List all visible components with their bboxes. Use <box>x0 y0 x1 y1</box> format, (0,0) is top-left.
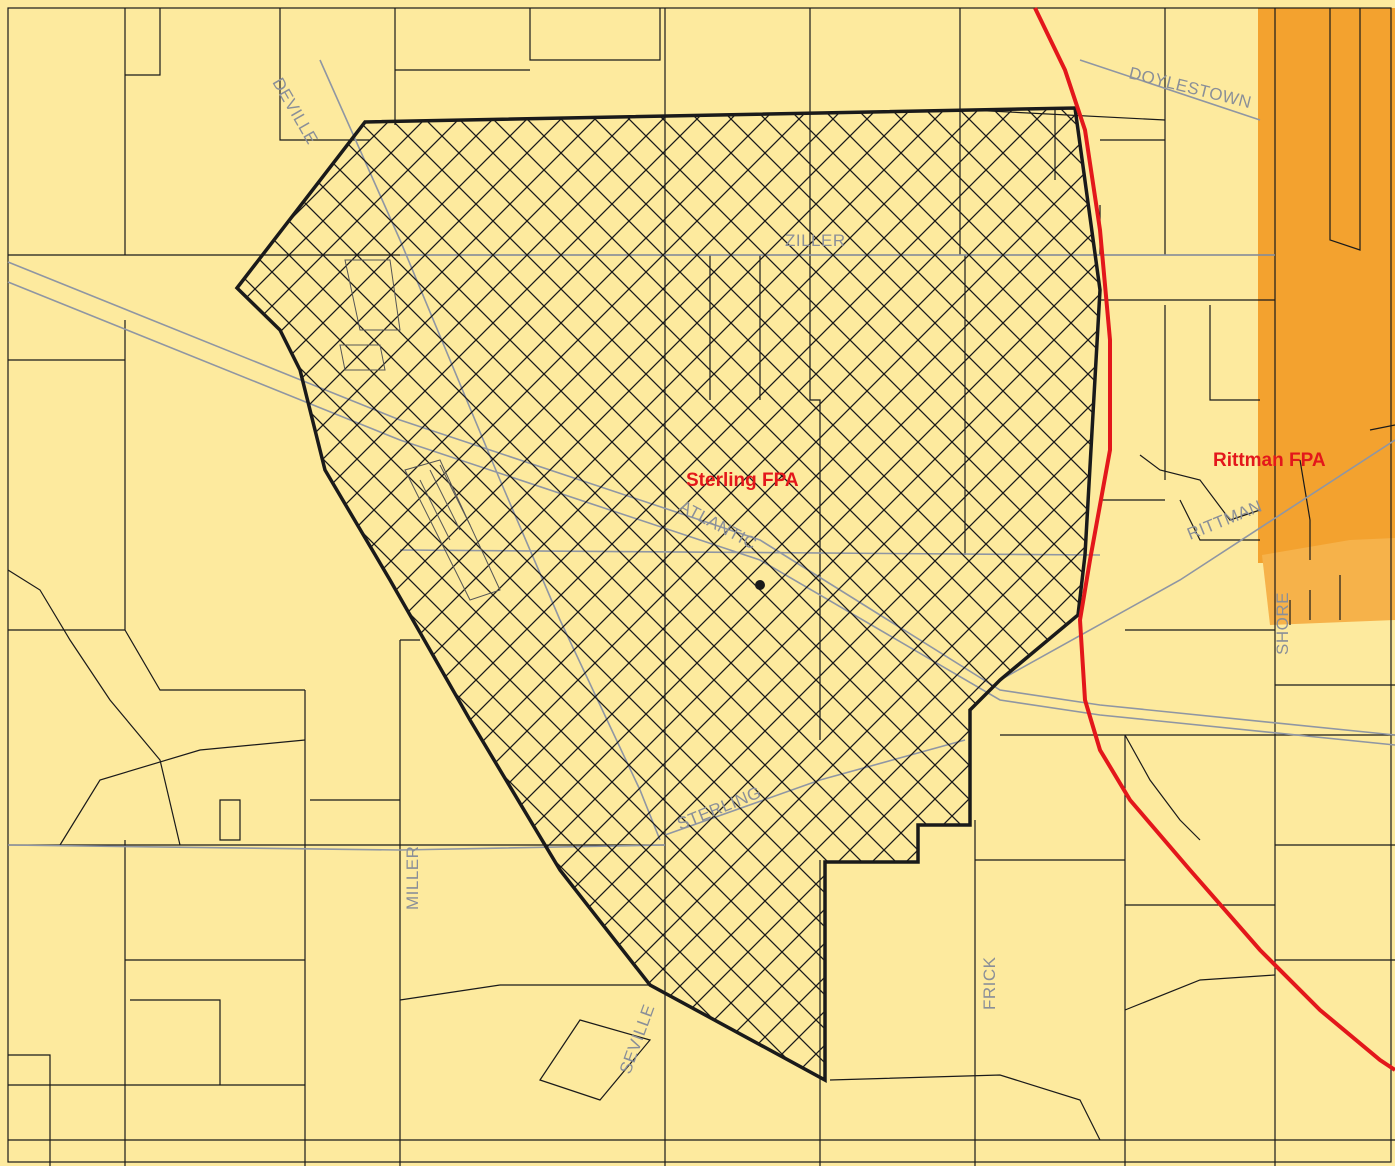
rittman-fpa-region <box>1258 8 1395 625</box>
road-label-shore: SHORE <box>1273 592 1292 655</box>
road-label-frick: FRICK <box>980 956 999 1010</box>
red-boundary-line <box>1033 7 1395 1072</box>
location-marker[interactable] <box>755 580 765 590</box>
sterling-fpa-label: Sterling FPA <box>686 470 799 491</box>
town-parcel-cluster <box>339 259 501 601</box>
road-label-ziller: ZILLER <box>785 231 846 250</box>
rittman-fpa-label: Rittman FPA <box>1213 450 1326 471</box>
sterling-fpa-region <box>234 106 1102 1083</box>
road-label-miller: MILLER <box>403 846 422 910</box>
